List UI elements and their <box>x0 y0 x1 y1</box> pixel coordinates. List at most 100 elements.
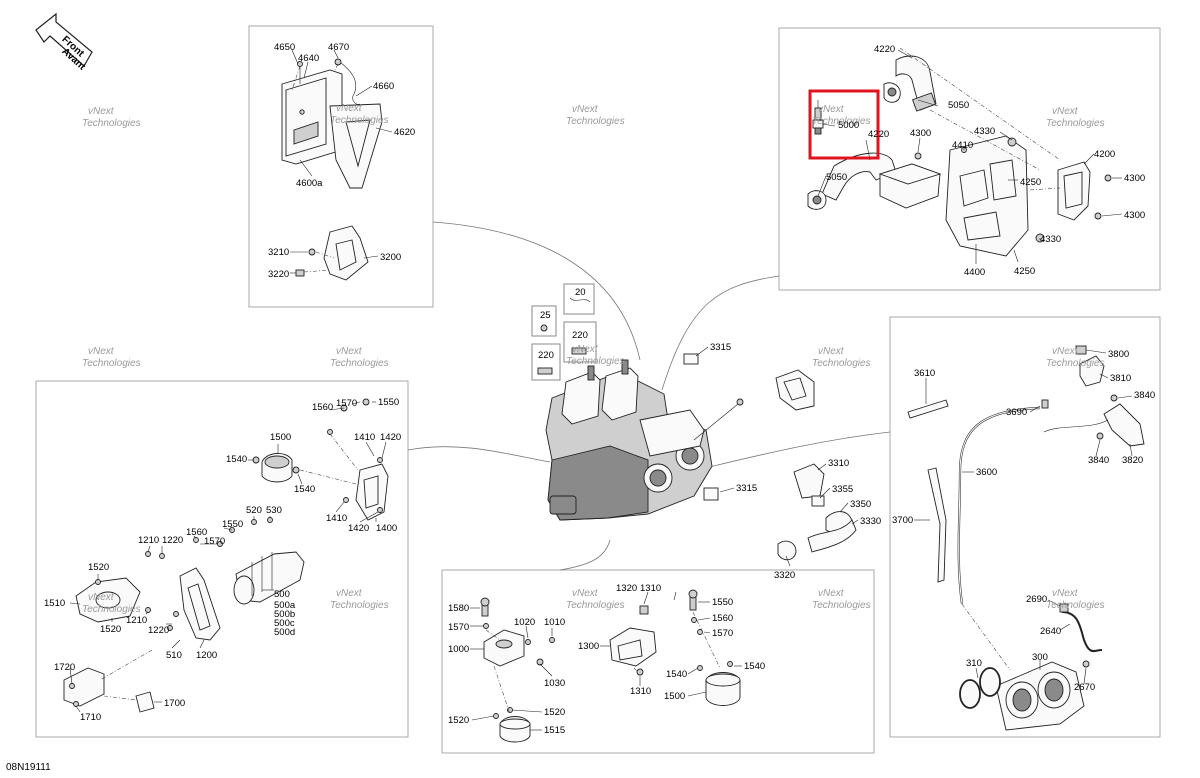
callout: 1520 <box>100 624 121 635</box>
callout: 2690 <box>1026 594 1047 605</box>
svg-text:vNext: vNext <box>1052 588 1079 599</box>
svg-text:Technologies: Technologies <box>82 118 141 129</box>
starter-parts <box>63 398 389 713</box>
callout: 1510 <box>44 598 65 609</box>
svg-text:Technologies: Technologies <box>330 600 389 611</box>
callout: 4640 <box>298 53 319 64</box>
callout: 3690 <box>1006 407 1027 418</box>
connector-line <box>432 221 641 361</box>
callout: 4660 <box>373 81 394 92</box>
callout: 1310 <box>640 583 661 594</box>
callout: 4400 <box>964 267 985 278</box>
svg-text:Technologies: Technologies <box>330 358 389 369</box>
callout: 510 <box>166 650 182 661</box>
callout: 1700 <box>164 698 185 709</box>
callout: 4250 <box>1014 266 1035 277</box>
svg-text:Technologies: Technologies <box>1046 118 1105 129</box>
callout: 1030 <box>544 678 565 689</box>
callout: 1210 <box>138 535 159 546</box>
callout: 310 <box>966 658 982 669</box>
callout: 3600 <box>976 467 997 478</box>
callout: 5000 <box>838 120 859 131</box>
callout: 1320 <box>616 583 637 594</box>
svg-text:vNext: vNext <box>818 104 845 115</box>
callout: 1540 <box>226 454 247 465</box>
callout: 1570 <box>712 628 733 639</box>
callout: 4250 <box>1020 177 1041 188</box>
connector-line <box>661 275 780 391</box>
callout: 3355 <box>832 484 853 495</box>
svg-text:vNext: vNext <box>1052 346 1079 357</box>
callout: 5050 <box>948 100 969 111</box>
callout: 3800 <box>1108 349 1129 360</box>
starter-frame <box>35 380 409 738</box>
svg-text:vNext: vNext <box>336 588 363 599</box>
connector-line <box>559 539 611 571</box>
callout: 1200 <box>196 650 217 661</box>
callout: 1520 <box>544 707 565 718</box>
engine-mount-parts <box>480 589 741 743</box>
callout: 1720 <box>54 662 75 673</box>
svg-text:Technologies: Technologies <box>566 356 625 367</box>
svg-text:vNext: vNext <box>818 346 845 357</box>
svg-text:vNext: vNext <box>88 592 115 603</box>
callout: 3700 <box>892 515 913 526</box>
callout: 3200 <box>380 252 401 263</box>
callout: 4600a <box>296 178 323 189</box>
connector-line <box>704 431 891 469</box>
callout: 2640 <box>1040 626 1061 637</box>
connector-line <box>407 446 551 463</box>
callout: 3610 <box>914 368 935 379</box>
callout: 3330 <box>860 516 881 527</box>
callout: 1500 <box>664 691 685 702</box>
throttle-frame <box>889 316 1161 738</box>
callout: 3310 <box>828 458 849 469</box>
svg-text:Technologies: Technologies <box>1046 600 1105 611</box>
callout: 1570 <box>336 398 357 409</box>
callout: 4410 <box>952 140 973 151</box>
svg-text:Technologies: Technologies <box>1046 358 1105 369</box>
callout: 1410 <box>354 432 375 443</box>
callout: 1500 <box>270 432 291 443</box>
callout: 4300 <box>1124 173 1145 184</box>
callout: 1300 <box>578 641 599 652</box>
callout: 520 <box>246 505 262 516</box>
ignition-parts <box>807 47 1112 257</box>
callout: 3210 <box>268 247 289 258</box>
callout: 25 <box>540 310 551 321</box>
callout: 4220 <box>868 129 889 140</box>
callout: 3220 <box>268 269 289 280</box>
callout: 1010 <box>544 617 565 628</box>
callout: 1420 <box>380 432 401 443</box>
callout: 3840 <box>1134 390 1155 401</box>
callout: 4220 <box>874 44 895 55</box>
spark-plug-highlight <box>808 89 880 160</box>
svg-text:Technologies: Technologies <box>566 116 625 127</box>
callout: 3315 <box>736 483 757 494</box>
svg-text:Technologies: Technologies <box>812 600 871 611</box>
callout: 530 <box>266 505 282 516</box>
engine-assembly <box>531 283 857 561</box>
callout: 1000 <box>448 644 469 655</box>
front-direction-arrow: Front Avant <box>35 12 93 73</box>
engine-mount-frame <box>441 569 875 754</box>
svg-text:Technologies: Technologies <box>566 600 625 611</box>
callout: 1310 <box>630 686 651 697</box>
svg-text:vNext: vNext <box>572 588 599 599</box>
callout: 500d <box>274 627 295 638</box>
svg-text:vNext: vNext <box>818 588 845 599</box>
ecu-parts <box>281 58 383 281</box>
callout: 3810 <box>1110 373 1131 384</box>
callout: 500a <box>274 600 296 611</box>
svg-text:Technologies: Technologies <box>82 358 141 369</box>
callout: 4200 <box>1094 149 1115 160</box>
callout: 1210 <box>126 615 147 626</box>
callout: 4670 <box>328 42 349 53</box>
callout: 1020 <box>514 617 535 628</box>
svg-text:vNext: vNext <box>572 104 599 115</box>
callout: 3350 <box>850 499 871 510</box>
callout: 5050 <box>826 172 847 183</box>
callout: 1400 <box>376 523 397 534</box>
